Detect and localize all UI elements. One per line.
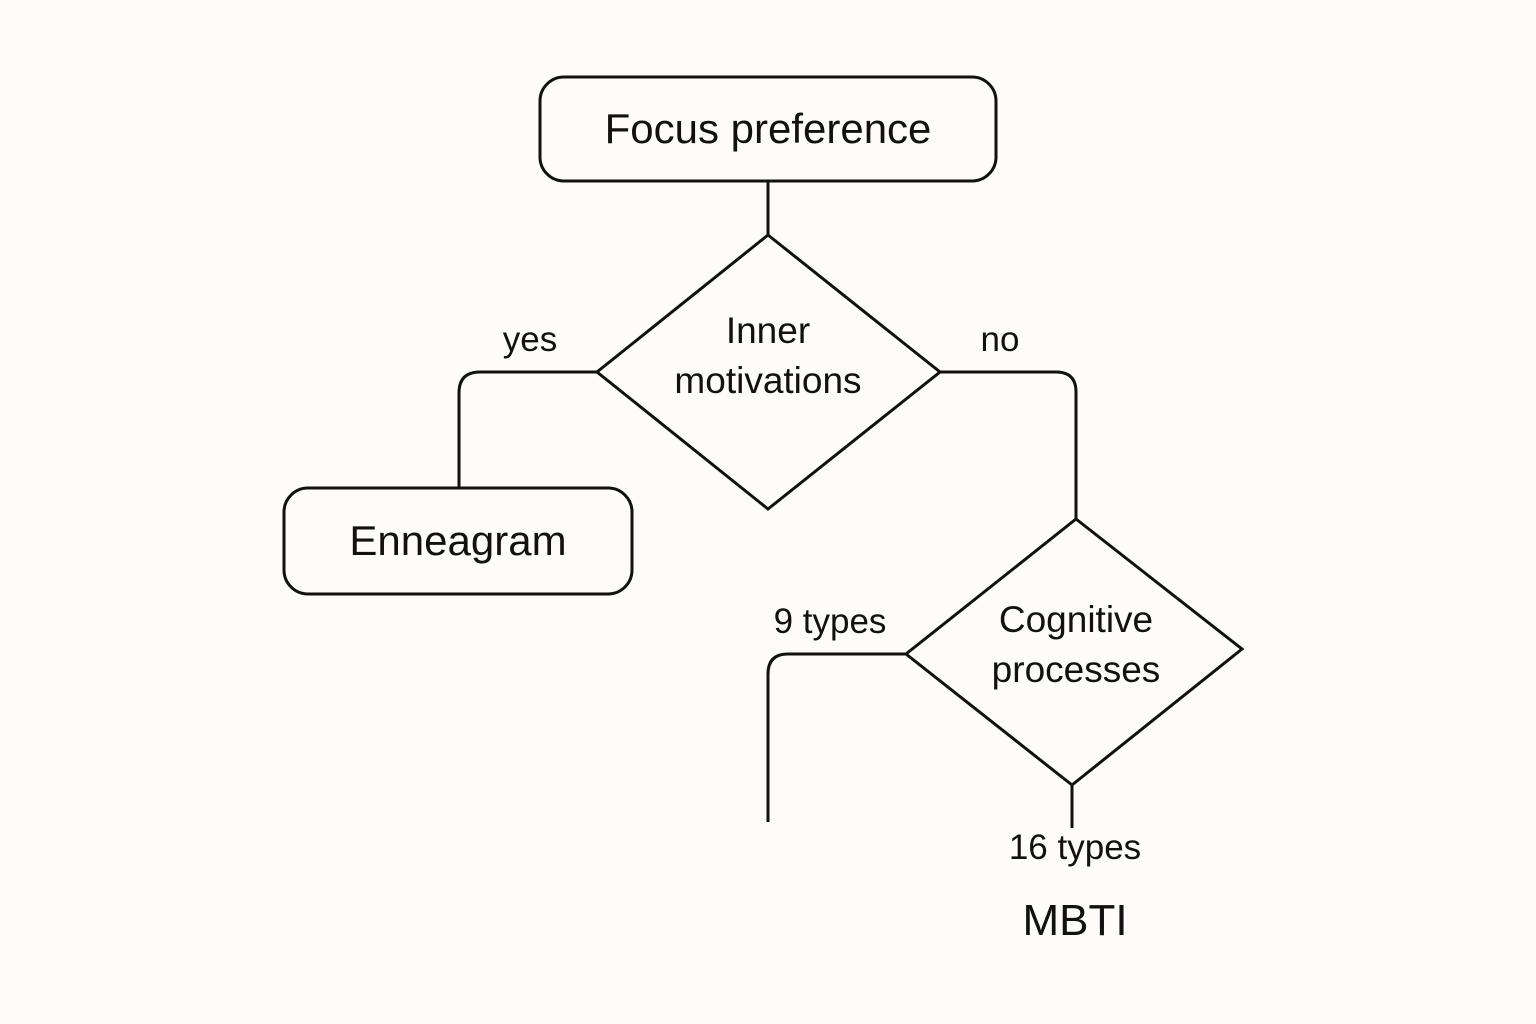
- node-enneagram-box: [282, 486, 634, 596]
- inner-line-1: Inner: [725, 310, 811, 351]
- node-inner-motivations-diamond: [594, 233, 943, 511]
- node-mbti-label: MBTI: [1022, 896, 1128, 945]
- node-focus-preference-box: [538, 75, 998, 183]
- edge-yes-connector: [457, 370, 597, 488]
- node-inner-motivations-label: Inner motivations: [618, 306, 918, 406]
- edge-yes-label: yes: [502, 320, 558, 359]
- edge-9-types-label: 9 types: [773, 602, 887, 641]
- cognitive-line-2: processes: [991, 649, 1161, 690]
- edge-16-types-label: 16 types: [1008, 828, 1142, 867]
- node-cognitive-processes-label: Cognitive processes: [926, 595, 1226, 695]
- inner-line-2: motivations: [674, 360, 862, 401]
- edge-no-label: no: [980, 320, 1020, 359]
- cognitive-line-1: Cognitive: [998, 599, 1154, 640]
- edge-no-connector: [940, 370, 1078, 520]
- node-cognitive-processes-diamond: [903, 517, 1245, 787]
- edge-9-types-connector: [766, 652, 906, 822]
- node-enneagram-label: Enneagram: [349, 517, 567, 564]
- node-focus-preference-label: Focus preference: [604, 105, 932, 152]
